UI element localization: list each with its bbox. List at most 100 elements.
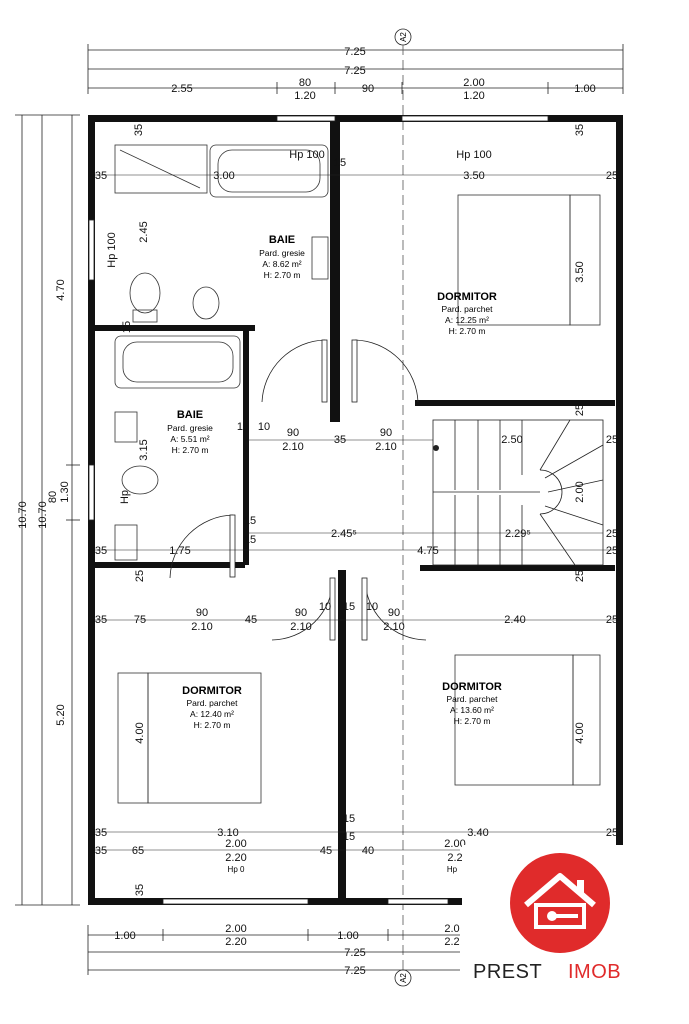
dim-d90a: 90: [287, 427, 299, 439]
dim-w15-1: 15: [334, 157, 346, 169]
svg-text:A: 12.25 m²: A: 12.25 m²: [445, 315, 489, 325]
svg-text:A2: A2: [399, 32, 408, 42]
svg-text:H: 2.70 m: H: 2.70 m: [172, 445, 209, 455]
dim-left-total-2: 10.70: [37, 501, 49, 529]
dim-w340: 3.40: [467, 827, 488, 839]
svg-text:BAIE: BAIE: [177, 409, 203, 421]
dim-top-seg-e: 1.00: [574, 83, 595, 95]
dim-w175: 1.75: [169, 545, 190, 557]
dim-d15a: 15: [237, 421, 249, 433]
dim-top-seg-c: 90: [362, 83, 374, 95]
svg-text:Pard. parchet: Pard. parchet: [446, 694, 498, 704]
dim-d15d: 15: [343, 601, 355, 613]
dim-d90c: 90: [196, 607, 208, 619]
axis-marker-top: A2: [394, 28, 412, 46]
dim-l35-5: 35: [95, 845, 107, 857]
dim-overall-top-1: 7.25: [344, 46, 365, 58]
dim-d210d: 2.10: [290, 621, 311, 633]
dim-w22b: 2.2: [447, 852, 462, 864]
dim-w250: 2.50: [501, 434, 522, 446]
dim-d15e: 15: [343, 813, 355, 825]
dim-overall-bottom-2: 7.25: [344, 965, 365, 977]
svg-text:H: 2.70 m: H: 2.70 m: [194, 720, 231, 730]
room-label-bath-2: BAIE Pard. gresie A: 5.51 m² H: 2.70 m: [167, 409, 213, 455]
left-dimension-lines: [15, 114, 80, 906]
interior-dimension-lines: [95, 174, 616, 851]
dim-d10c: 10: [366, 601, 378, 613]
dim-d15b: 15: [244, 515, 256, 527]
room-label-bedroom-3: DORMITOR Pard. parchet A: 13.60 m² H: 2.…: [442, 681, 502, 726]
svg-text:H: 2.70 m: H: 2.70 m: [454, 716, 491, 726]
dim-t35-b: 35: [574, 124, 586, 136]
dim-d15f: 15: [343, 831, 355, 843]
dim-bottom-seg-c: 1.00: [337, 930, 358, 942]
dim-d15c: 15: [244, 534, 256, 546]
dim-v25-b: 25: [574, 570, 586, 582]
dim-w310: 3.10: [217, 827, 238, 839]
label-hp-v: Hp: [119, 490, 131, 504]
dim-r25-5: 25: [606, 545, 618, 557]
room-label-bedroom-2: DORMITOR Pard. parchet A: 12.40 m² H: 2.…: [182, 685, 242, 730]
dim-d210a: 2.10: [282, 441, 303, 453]
dim-l35-2: 35: [95, 545, 107, 557]
prest-imob-logo-icon: [510, 853, 610, 953]
dim-w40: 40: [362, 845, 374, 857]
windows: [88, 115, 549, 905]
dim-d10b: 10: [319, 601, 331, 613]
label-hp100-a: Hp 100: [289, 149, 324, 161]
dim-top-seg-d-bot: 1.20: [463, 90, 484, 102]
dim-d35: 35: [334, 434, 346, 446]
dim-d210c: 2.10: [191, 621, 212, 633]
label-hp100-v: Hp 100: [106, 232, 118, 267]
dim-top-seg-b-top: 80: [299, 77, 311, 89]
dim-d210e: 2.10: [383, 621, 404, 633]
svg-text:Pard. parchet: Pard. parchet: [441, 304, 493, 314]
bottom-dimension-lines: [87, 925, 460, 975]
dim-w475: 4.75: [417, 545, 438, 557]
dim-h350: 3.50: [574, 261, 586, 282]
svg-text:A: 12.40 m²: A: 12.40 m²: [190, 709, 234, 719]
dim-left-lower: 5.20: [55, 704, 67, 725]
dim-r25-6: 25: [606, 614, 618, 626]
dim-r25-7: 25: [606, 827, 618, 839]
dim-w15-2: 15: [121, 321, 133, 333]
dim-h315: 3.15: [138, 439, 150, 460]
dim-d210b: 2.10: [375, 441, 396, 453]
dim-w350: 3.50: [463, 170, 484, 182]
dim-top-seg-a: 2.55: [171, 83, 192, 95]
dim-w240: 2.40: [504, 614, 525, 626]
label-hp-b: Hp: [447, 865, 458, 874]
dim-bottom-seg-d-bot: 2.2: [444, 936, 459, 948]
dim-t35-a: 35: [133, 124, 145, 136]
svg-text:H: 2.70 m: H: 2.70 m: [449, 326, 486, 336]
dim-left-total-1: 10.70: [17, 501, 29, 529]
svg-text:DORMITOR: DORMITOR: [182, 685, 242, 697]
doors: [169, 339, 427, 641]
axis-marker-bottom: A2: [394, 969, 412, 987]
svg-text:H: 2.70 m: H: 2.70 m: [264, 270, 301, 280]
dim-r25-2: 25: [574, 404, 586, 416]
dim-h400b: 4.00: [574, 722, 586, 743]
label-hp0: Hp 0: [228, 865, 245, 874]
dim-v25-a: 25: [134, 570, 146, 582]
dim-b35: 35: [134, 884, 146, 896]
dim-bottom-seg-b-bot: 2.20: [225, 936, 246, 948]
dim-left-upper: 4.70: [55, 279, 67, 300]
dim-top-seg-d-top: 2.00: [463, 77, 484, 89]
dim-w45b: 45: [320, 845, 332, 857]
dim-top-seg-b-bot: 1.20: [294, 90, 315, 102]
dim-w65: 65: [132, 845, 144, 857]
dim-h245: 2.45: [138, 221, 150, 242]
dim-bottom-seg-d-top: 2.0: [444, 923, 459, 935]
dim-d90d: 90: [295, 607, 307, 619]
top-dimension-lines: [87, 44, 624, 94]
svg-text:A: 5.51 m²: A: 5.51 m²: [170, 434, 209, 444]
dim-left-mid-b: 1.30: [59, 481, 71, 502]
dim-d10a: 10: [258, 421, 270, 433]
furniture: [114, 144, 601, 804]
svg-text:DORMITOR: DORMITOR: [442, 681, 502, 693]
svg-text:Pard. gresie: Pard. gresie: [167, 423, 213, 433]
dim-w45: 45: [245, 614, 257, 626]
